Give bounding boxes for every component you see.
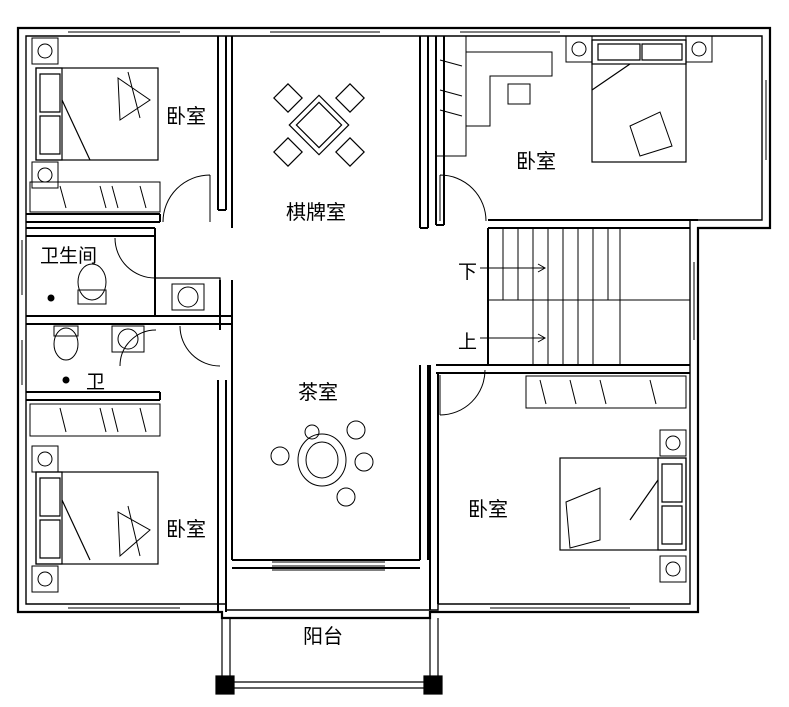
room-label-balcony: 阳台 bbox=[303, 624, 343, 648]
room-label-bedroom-top-right: 卧室 bbox=[516, 149, 556, 173]
beds bbox=[35, 39, 687, 565]
doors bbox=[114, 174, 487, 416]
nightstands bbox=[31, 35, 713, 593]
wardrobes bbox=[29, 35, 687, 437]
room-label-bathroom-top: 卫生间 bbox=[40, 245, 98, 267]
balcony-walls bbox=[215, 618, 443, 695]
toilets bbox=[47, 263, 205, 384]
room-label-bathroom-bottom: 卫 bbox=[86, 371, 106, 393]
room-label-bedroom-bottom-left: 卧室 bbox=[166, 517, 206, 541]
room-label-bedroom-top-left: 卧室 bbox=[166, 104, 206, 128]
stairs bbox=[480, 228, 690, 365]
stairs-up-label: 上 bbox=[458, 331, 478, 353]
bed-pillows bbox=[117, 71, 673, 558]
interior-walls bbox=[26, 36, 698, 612]
tea-table bbox=[270, 420, 374, 507]
windows bbox=[17, 27, 771, 613]
room-label-bedroom-bottom-right: 卧室 bbox=[468, 497, 508, 521]
card-table bbox=[273, 83, 365, 167]
room-label-chess-room: 棋牌室 bbox=[286, 200, 346, 224]
stairs-down-label: 下 bbox=[458, 261, 478, 283]
room-label-tea-room: 茶室 bbox=[298, 380, 338, 404]
